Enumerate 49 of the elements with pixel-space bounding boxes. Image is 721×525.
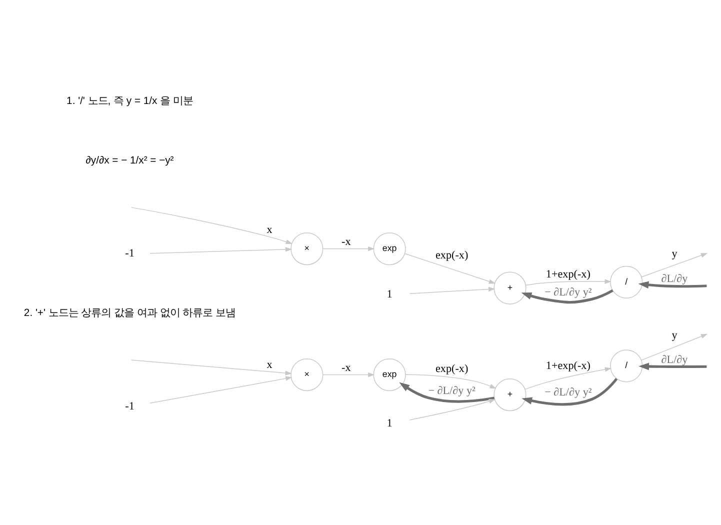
arrow — [399, 382, 494, 403]
node-circle: × — [290, 232, 324, 266]
label: 2. '+' 노드는 상류의 값을 여과 없이 하류로 보냄 — [24, 308, 236, 320]
arrow — [150, 376, 292, 404]
arrow — [322, 246, 375, 252]
node-text: 1 — [386, 417, 392, 430]
edge-label: − ∂L/∂y y² — [428, 385, 476, 398]
edge-label: -x — [342, 236, 351, 248]
node-circle: / — [610, 350, 643, 382]
edge-label: ∂L/∂y — [661, 354, 688, 366]
edge-label: exp(-x) — [435, 249, 468, 262]
arrow — [130, 360, 292, 376]
arrow — [521, 289, 614, 304]
arrow — [522, 378, 618, 406]
arrow — [322, 372, 375, 378]
edge-label: 1+exp(-x) — [546, 360, 590, 372]
arrow — [641, 334, 708, 361]
arrow — [409, 286, 496, 294]
arrow — [150, 247, 292, 254]
node-text: -1 — [125, 248, 134, 260]
edge-label: x — [266, 224, 272, 236]
arrow — [638, 281, 707, 288]
node-circle: + — [494, 272, 526, 304]
node-text: 1 — [386, 288, 392, 300]
node-text: -1 — [125, 400, 134, 412]
arrow — [409, 399, 496, 420]
node-circle: + — [494, 378, 526, 412]
edge-label: x — [266, 359, 272, 372]
edge-label: exp(-x) — [435, 362, 468, 375]
arrow — [404, 253, 496, 284]
edge-label: ∂L/∂y — [661, 273, 688, 286]
node-circle: / — [610, 266, 643, 298]
arrow — [131, 207, 293, 244]
arrow — [525, 279, 612, 286]
node-circle: exp — [373, 358, 406, 392]
edge-label: − ∂L/∂y y² — [544, 286, 592, 298]
edge-label: − ∂L/∂y y² — [544, 386, 592, 399]
arrow — [638, 362, 707, 370]
edge-label: y — [672, 248, 678, 260]
arrow — [641, 253, 708, 278]
edge-label: -x — [342, 362, 351, 374]
arrow — [405, 374, 496, 389]
label: 1. '/' 노드, 즉 y = 1/x 을 미분 — [66, 96, 194, 108]
node-circle: × — [290, 358, 324, 392]
edge-label: y — [672, 329, 678, 342]
arrow — [524, 367, 612, 390]
edge-label: 1+exp(-x) — [546, 268, 590, 281]
label: ∂y/∂x = − 1/x² = −y² — [86, 155, 174, 166]
node-circle: exp — [373, 232, 406, 266]
